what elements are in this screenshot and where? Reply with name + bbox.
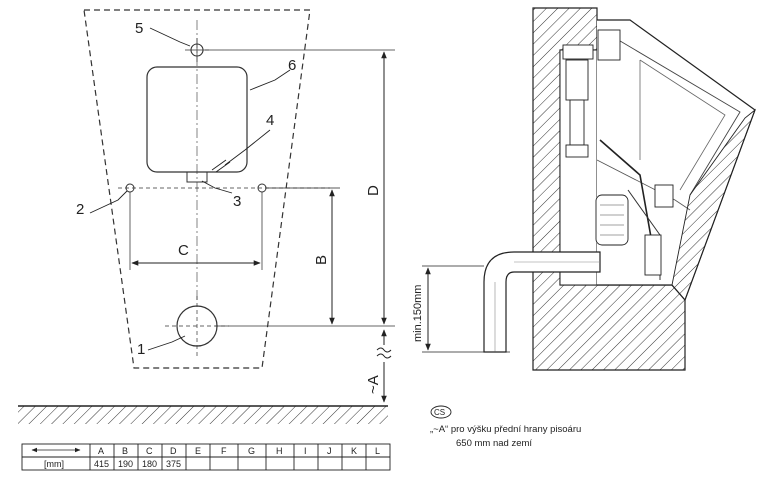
note-line-2: 650 mm nad zemí (456, 438, 532, 449)
note-block: CS „~A“ pro výšku přední hrany pisoáru 6… (430, 405, 581, 449)
dim-min-label: min.150mm (412, 285, 424, 342)
table-header: C (146, 446, 153, 456)
callout-3: 3 (233, 193, 241, 210)
dim-a-label: ~A (365, 375, 382, 394)
leader-lines (89, 27, 291, 351)
front-view (83, 9, 395, 369)
table-header: G (248, 446, 255, 456)
table-value: 190 (118, 459, 133, 469)
lang-badge-text: CS (434, 408, 445, 417)
table-header: F (221, 446, 227, 456)
dimension-c (129, 192, 263, 270)
dimension-a (376, 329, 392, 403)
table-value: 375 (166, 459, 181, 469)
dim-d-label: D (365, 185, 382, 196)
dimension-b (266, 187, 340, 325)
dim-b-label: B (313, 255, 330, 265)
lang-badge (430, 405, 452, 419)
callout-2: 2 (76, 201, 84, 218)
floor (18, 405, 388, 424)
note-line-1: „~A“ pro výšku přední hrany pisoáru (430, 424, 581, 435)
callout-1: 1 (137, 341, 145, 358)
table-header: B (122, 446, 128, 456)
callout-5: 5 (135, 20, 143, 37)
callout-6: 6 (288, 57, 296, 74)
table-header: D (170, 446, 177, 456)
table-unit: [mm] (44, 459, 64, 469)
table-header: L (375, 446, 380, 456)
table-header: I (304, 446, 307, 456)
table-header: J (327, 446, 332, 456)
table-header: E (195, 446, 201, 456)
dimension-table (21, 443, 391, 471)
table-value: 180 (142, 459, 157, 469)
dim-c-label: C (178, 242, 189, 259)
table-header: K (351, 446, 357, 456)
section-view (422, 7, 756, 371)
table-header: H (276, 446, 283, 456)
table-header: A (98, 446, 104, 456)
table-text: [mm] A B C D E F G H I J K L 415 190 180… (44, 446, 380, 469)
table-value: 415 (94, 459, 109, 469)
urinal-outline (83, 9, 311, 369)
callout-4: 4 (266, 112, 274, 129)
